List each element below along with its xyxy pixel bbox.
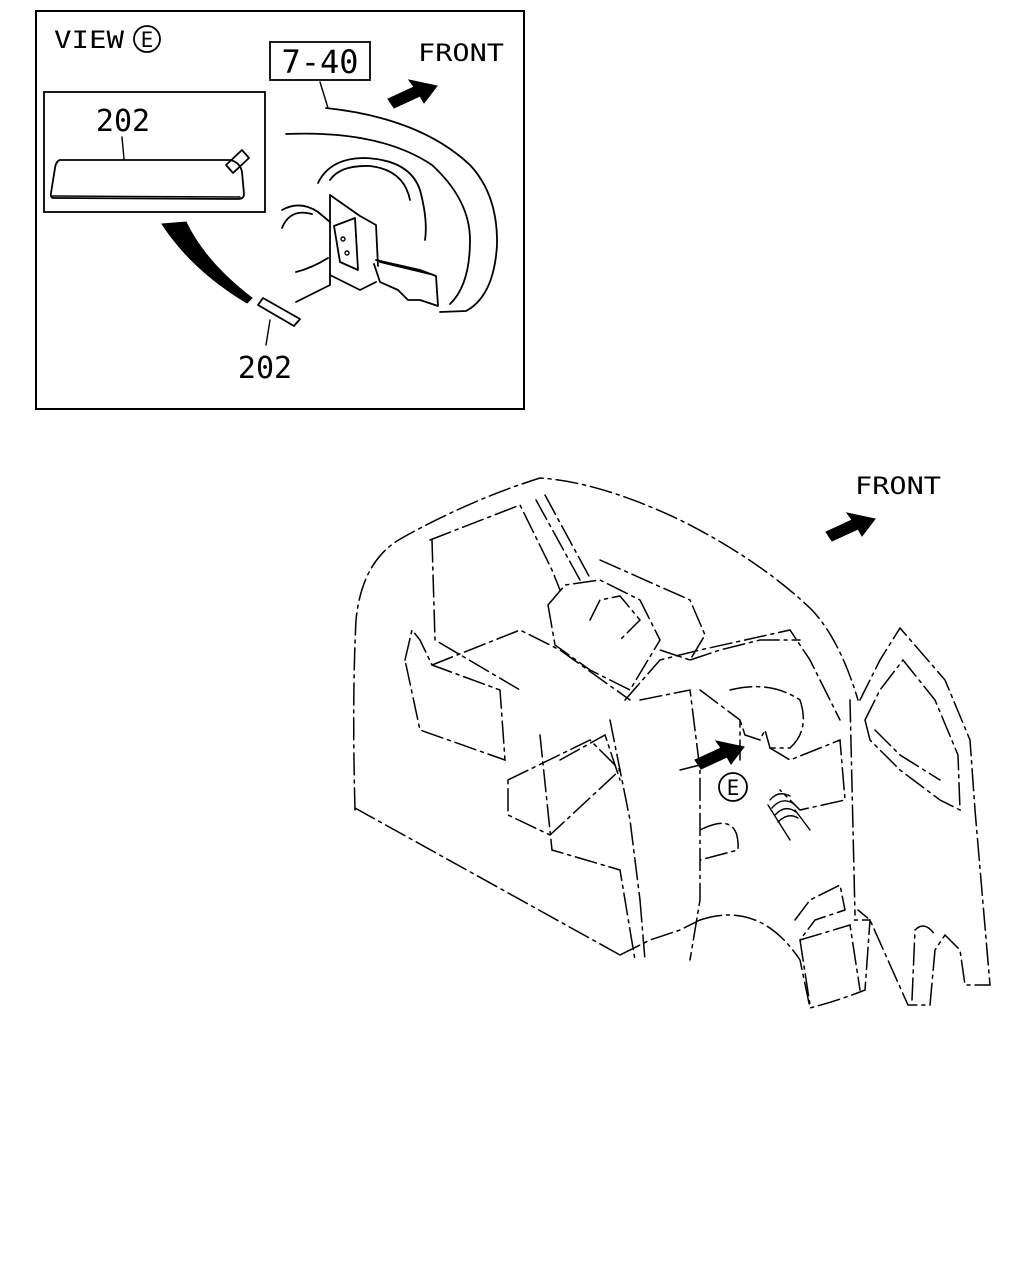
front-arrow-icon (387, 79, 438, 109)
cab-outline (352, 477, 991, 1009)
mirror-part (49, 149, 250, 200)
reference-box (269, 41, 371, 81)
view-marker-letter: E (141, 28, 154, 52)
main-front-arrow-icon (825, 512, 876, 542)
main-view-marker-letter: E (727, 776, 740, 800)
steering-column (767, 793, 811, 841)
pointer-part (257, 297, 301, 327)
inset-part-leader (121, 136, 125, 160)
view-arrow-icon (694, 740, 745, 770)
dashboard-sketch (281, 107, 498, 313)
main-cab-view: FRONT (352, 472, 991, 1009)
pointer-part-label: 202 (238, 351, 292, 386)
detail-front-label: FRONT (418, 39, 504, 67)
inset-part-label: 202 (96, 104, 150, 139)
view-label: VIEW (54, 26, 125, 54)
main-front-label: FRONT (855, 472, 941, 500)
inset-part-box (43, 91, 266, 213)
view-detail-frame (35, 10, 525, 410)
curved-pointer-arrow-icon (161, 221, 253, 304)
view-marker-circle (133, 25, 161, 53)
reference-leader (319, 81, 329, 109)
pointer-part-leader (265, 319, 271, 346)
reference-label: 7-40 (281, 43, 358, 81)
main-view-marker-circle (718, 772, 748, 802)
view-detail-panel: VIEW E 7-40 FRONT 202 (35, 10, 525, 410)
